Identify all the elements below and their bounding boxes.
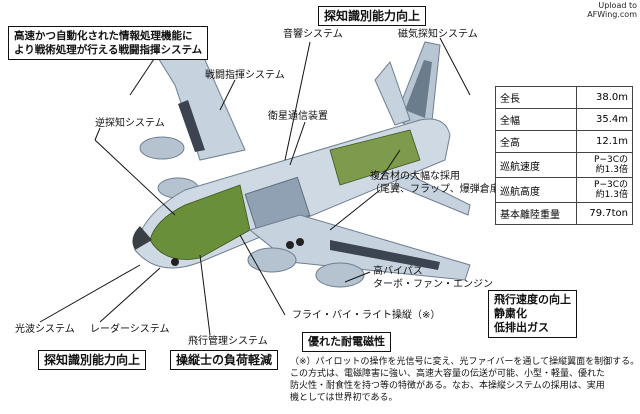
engine-lower-1	[247, 247, 297, 273]
spec-value: 35.4m	[576, 108, 633, 131]
watermark: Upload to AFWing.com	[587, 1, 637, 19]
flight-performance-box: 飛行速度の向上 静粛化 低排出ガス	[488, 290, 577, 338]
acoustic-system-label: 音響システム	[283, 29, 343, 40]
main-gear-2	[296, 238, 304, 246]
reverse-detection-label: 逆探知システム	[95, 118, 165, 129]
spec-label: 巡航高度	[494, 177, 578, 203]
footnote: （※）パイロットの操作を光信号に変え、光ファイバーを通して操縦翼面を制御する。 …	[290, 357, 640, 403]
detection-improvement-bottom-box: 探知識別能力向上	[38, 350, 147, 370]
engine-lower-2	[315, 262, 365, 288]
fuselage-cutaway-aft	[329, 129, 421, 186]
durability-box: 優れた耐電磁性	[302, 332, 391, 352]
spec-value: P−3Cの 約1.3倍	[576, 152, 633, 178]
optical-system-label: 光波システム	[15, 324, 75, 335]
spec-value: 38.0m	[576, 86, 633, 109]
fly-by-light-label: フライ・バイ・ライト操縦（※）	[292, 310, 441, 321]
left-wing-flap	[178, 100, 205, 152]
fuselage-cutaway-forward	[149, 184, 251, 260]
spec-label: 全高	[494, 130, 578, 153]
radar-system-label: レーダーシステム	[90, 324, 170, 335]
spec-label: 巡航速度	[494, 152, 578, 178]
nose-radome	[132, 226, 152, 250]
engine-upper-1	[139, 136, 185, 160]
right-wing-flap	[330, 240, 440, 270]
nose-gear	[171, 258, 179, 266]
flight-management-label: 飛行管理システム	[188, 336, 268, 347]
satcom-label: 衛星通信装置	[268, 111, 328, 122]
magnetic-detection-label: 磁気探知システム	[398, 29, 478, 40]
spec-label: 全長	[494, 86, 578, 109]
spec-value: 12.1m	[576, 130, 633, 153]
vertical-tail-cutaway	[405, 60, 432, 118]
spec-label: 全幅	[494, 108, 578, 131]
composite-label: 複合材の大幅な採用 （尾翼、フラップ、爆弾倉扉他）	[370, 171, 520, 195]
stabilizer-upper	[374, 60, 411, 126]
pilot-load-box: 操縦士の負荷軽減	[170, 350, 279, 370]
spec-value: 79.7ton	[576, 202, 633, 225]
main-gear-1	[286, 241, 294, 249]
combat-command-label: 戦闘指揮システム	[205, 70, 285, 81]
combat-system-box: 高速かつ自動化された情報処理機能に より戦術処理が行える戦闘指揮システム	[8, 26, 209, 60]
spec-value: P−3Cの 約1.3倍	[576, 177, 633, 203]
detection-improvement-top-box: 探知識別能力向上	[318, 6, 427, 26]
engine-label: 高バイパス ターボ・ファン・エンジン	[373, 266, 493, 290]
spec-label: 基本離陸重量	[494, 202, 578, 225]
